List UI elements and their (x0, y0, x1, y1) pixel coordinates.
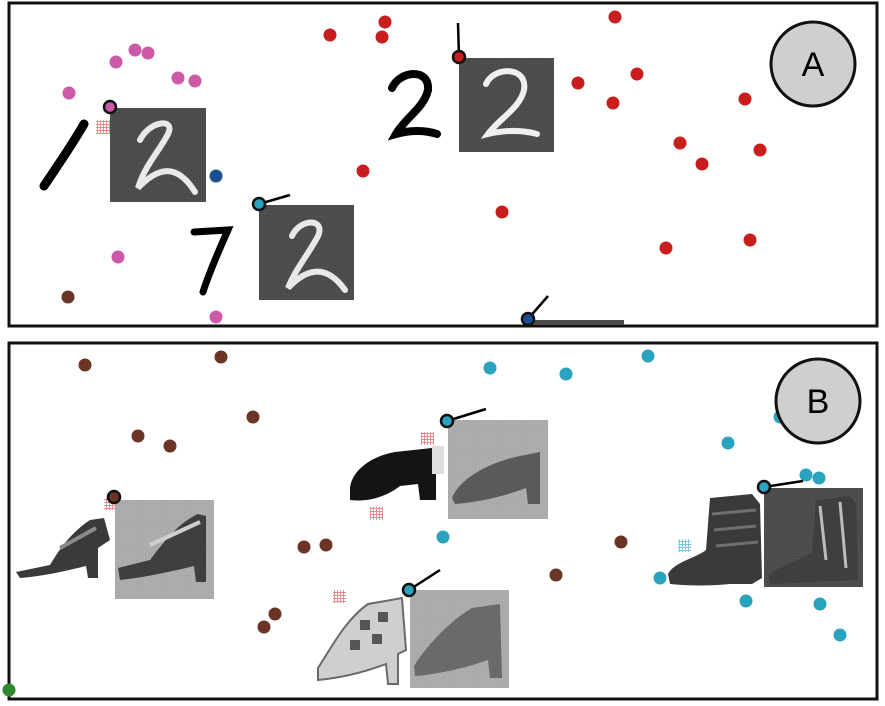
dot (614, 535, 628, 549)
sample-ankle-boot (668, 479, 863, 587)
panel-b-label: B (807, 383, 830, 421)
dot (739, 594, 753, 608)
dot-brown (61, 290, 75, 304)
dot (297, 540, 311, 554)
panel-b: B (2, 341, 879, 701)
sandal-strap (59, 526, 97, 550)
dot (695, 157, 709, 171)
dot (78, 358, 92, 372)
reconstruction-3-stroke (285, 219, 348, 293)
sample-platform-heel (350, 407, 548, 519)
dot (257, 620, 271, 634)
platform-heel-highlight (432, 446, 444, 474)
dot (111, 250, 125, 264)
open-toe-heel-cutouts (350, 612, 388, 650)
reconstruction-1-stroke (135, 120, 198, 195)
digit-two-image (387, 70, 441, 141)
dot (246, 410, 260, 424)
dot (571, 76, 585, 90)
dot (673, 136, 687, 150)
digit-one-image (39, 119, 89, 191)
dot (743, 233, 757, 247)
dot (608, 10, 622, 24)
boot-reconstruction-highlight (818, 501, 848, 569)
dot-green (2, 683, 16, 697)
dot (630, 67, 644, 81)
sample-digit-two (387, 22, 554, 152)
panel-a: A (7, 1, 879, 328)
dot (559, 367, 573, 381)
dot (131, 429, 145, 443)
digit-seven-image (190, 226, 234, 296)
ankle-boot-folds (711, 508, 759, 548)
marker-grid (678, 539, 691, 552)
dot (109, 55, 123, 69)
dot (799, 468, 813, 482)
dot (641, 349, 655, 363)
sample-digit-one (39, 99, 206, 202)
dot (653, 571, 667, 585)
sample-sandal (16, 489, 214, 599)
dot (319, 538, 333, 552)
sample-digit-seven (190, 193, 354, 300)
dot (436, 530, 450, 544)
point-marker (102, 99, 118, 115)
platform-heel-image (350, 446, 444, 501)
point-marker (439, 413, 455, 429)
dot (659, 241, 673, 255)
dot (214, 350, 228, 364)
dot (495, 205, 509, 219)
dot (209, 310, 223, 324)
open-heel-reconstruction-shape (414, 604, 502, 678)
dot (833, 628, 847, 642)
dot (128, 43, 142, 57)
sample-open-toe-heel (317, 568, 509, 688)
marker-grid (333, 590, 346, 603)
sandal-reconstruction-strap (149, 520, 201, 547)
dot (378, 15, 392, 29)
dot (738, 92, 752, 106)
sample-bottom-partial (520, 295, 624, 327)
dot (813, 597, 827, 611)
point-marker (106, 489, 122, 505)
dot (549, 568, 563, 582)
point-marker (520, 311, 536, 327)
dot (188, 74, 202, 88)
panel-a-label: A (802, 46, 825, 84)
marker-grid (96, 120, 110, 134)
panel-b-badge: B (774, 357, 862, 445)
dot (812, 471, 826, 485)
dot (62, 86, 76, 100)
point-marker (251, 196, 267, 212)
point-marker (756, 479, 772, 495)
panel-a-badge: A (769, 20, 857, 108)
dot (375, 30, 389, 44)
dot (483, 361, 497, 375)
marker-grid (421, 432, 434, 445)
point-marker (451, 49, 467, 65)
dot (721, 436, 735, 450)
dot (171, 71, 185, 85)
dot (163, 439, 177, 453)
point-marker (401, 582, 417, 598)
dot (141, 46, 155, 60)
dots-teal (436, 349, 847, 642)
dots-brown (78, 350, 628, 634)
reconstruction-2-stroke (480, 68, 540, 139)
boot-reconstruction-shape (768, 496, 858, 584)
dot (323, 28, 337, 42)
heel-reconstruction-shape (452, 452, 540, 504)
marker-grid (370, 507, 383, 520)
dot (268, 607, 282, 621)
dot (753, 143, 767, 157)
dot-navy (209, 169, 223, 183)
reconstruction-partial (527, 320, 624, 325)
dots-red (323, 10, 767, 255)
dots-pink (62, 43, 223, 324)
dot (356, 164, 370, 178)
dot (606, 96, 620, 110)
ankle-boot-image (668, 494, 762, 586)
